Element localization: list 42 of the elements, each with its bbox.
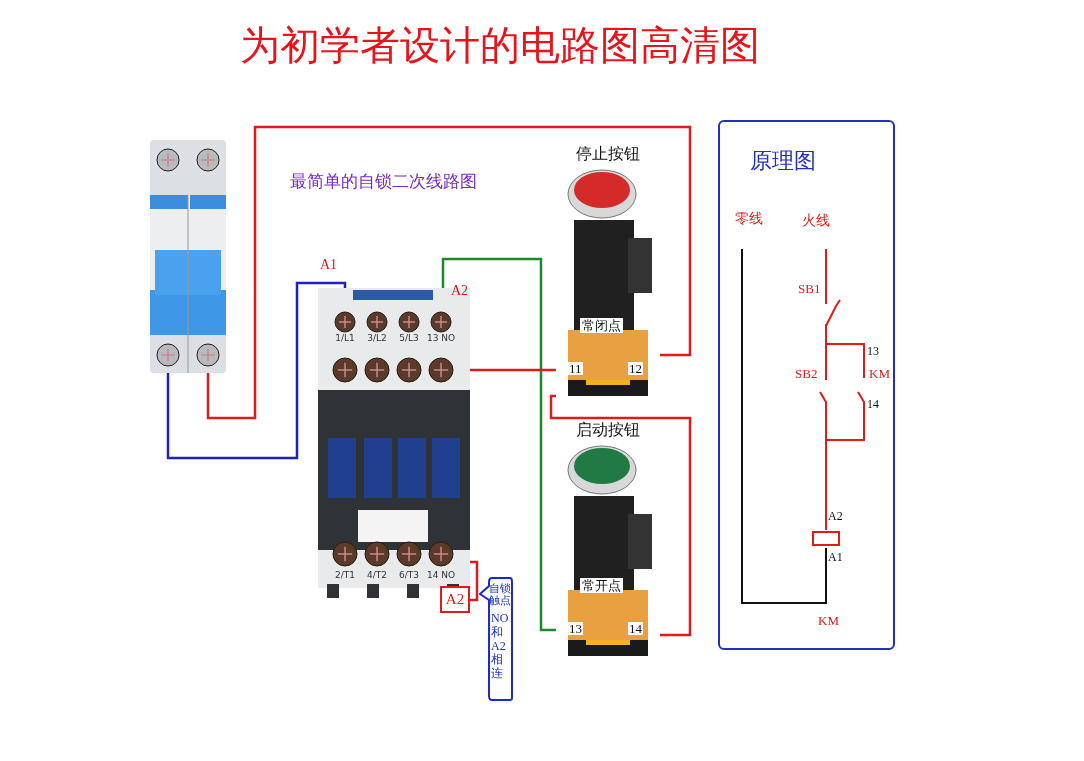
terminal-label: 2/T1 <box>334 571 356 580</box>
circuit-breaker-drawing <box>150 140 226 373</box>
panel-title: 原理图 <box>750 150 816 172</box>
component-label: KM <box>869 367 890 380</box>
terminal-number: 13 <box>867 345 879 357</box>
contact-label: 常开点 <box>580 578 623 593</box>
terminal-number: 14 <box>867 398 879 410</box>
button-title: 启动按钮 <box>575 422 641 438</box>
terminal-number: 13 <box>568 622 583 635</box>
terminal-label: 1/L1 <box>334 334 356 343</box>
terminal-label: A1 <box>320 258 338 272</box>
button-title: 停止按钮 <box>575 146 641 162</box>
component-label: KM <box>818 614 839 627</box>
terminal-label: A1 <box>828 551 843 563</box>
wire-label: 火线 <box>802 213 830 227</box>
schematic-panel <box>718 120 895 650</box>
terminal-tag: A2 <box>440 586 470 613</box>
wire-label: 零线 <box>735 211 763 225</box>
terminal-number: 14 <box>628 622 643 635</box>
callout-text: 自锁触点 <box>489 582 511 607</box>
component-label: SB1 <box>798 282 821 295</box>
wire <box>470 368 556 372</box>
terminal-label: 6/T3 <box>398 571 420 580</box>
subtitle: 最简单的自锁二次线路图 <box>290 173 477 190</box>
terminal-label: A2 <box>828 510 843 522</box>
terminal-label: A2 <box>451 284 469 298</box>
terminal-label: 14 NO <box>425 571 457 580</box>
terminal-label: 5/L3 <box>398 334 420 343</box>
terminal-number: 12 <box>628 362 643 375</box>
terminal-label: 13 NO <box>425 334 457 343</box>
wire <box>441 257 556 632</box>
contact-label: 常闭点 <box>580 318 623 333</box>
wire <box>549 394 692 637</box>
terminal-label: 3/L2 <box>366 334 388 343</box>
wire <box>206 125 692 420</box>
terminal-number: 11 <box>568 362 583 375</box>
callout-text: NO和A2相连 <box>491 612 509 681</box>
wire <box>166 281 347 460</box>
terminal-label: 4/T2 <box>366 571 388 580</box>
title: 为初学者设计的电路图高清图 <box>240 26 760 66</box>
wire <box>470 560 479 602</box>
component-label: SB2 <box>795 367 818 380</box>
